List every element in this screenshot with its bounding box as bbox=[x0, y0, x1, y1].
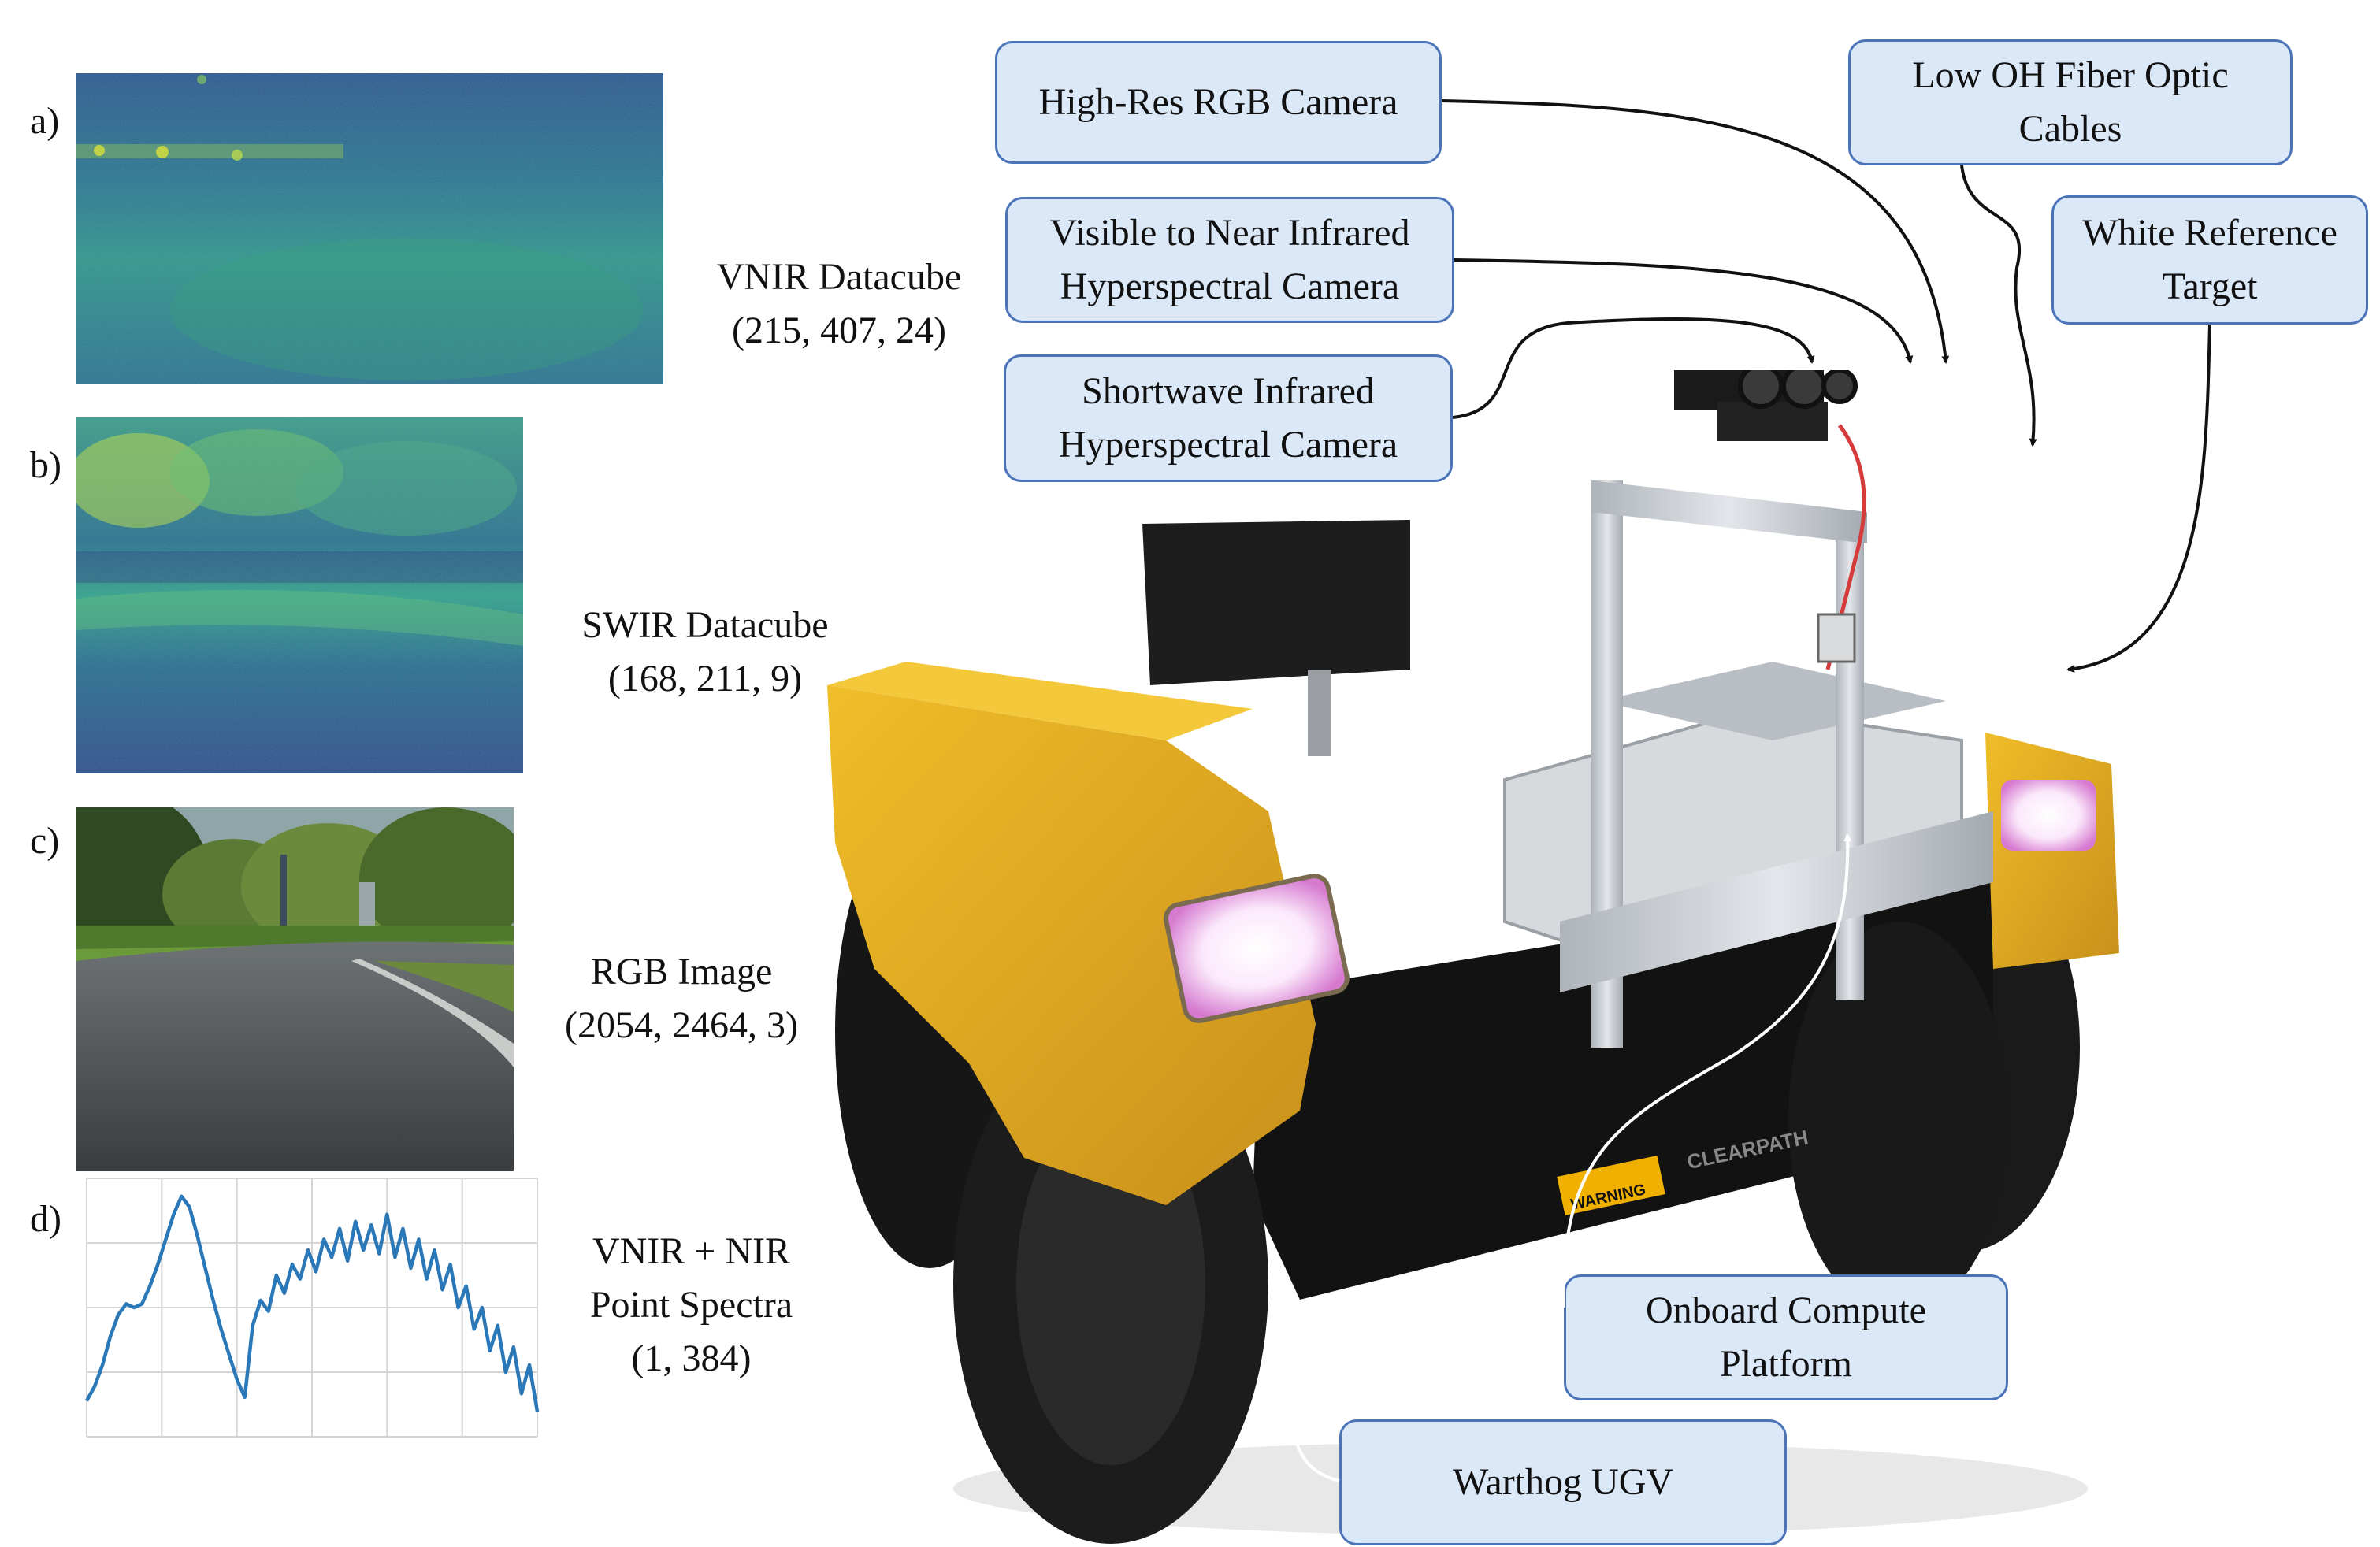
swir-datacube-image bbox=[76, 417, 523, 774]
white-ref-callout-line1: White Reference bbox=[2082, 211, 2337, 254]
frame-top-bar bbox=[1591, 480, 1867, 543]
white-reference-target bbox=[1817, 613, 1856, 663]
vnir-datacube-label: VNIR Datacube (215, 407, 24) bbox=[685, 250, 993, 358]
white-reference-callout: White Reference Target bbox=[2051, 195, 2368, 325]
warthog-ugv-callout: Warthog UGV bbox=[1339, 1419, 1787, 1545]
left-yellow-fender bbox=[827, 685, 1316, 1205]
front-light bbox=[1163, 874, 1350, 1023]
point-spectra-chart bbox=[84, 1174, 540, 1441]
monitor bbox=[1142, 520, 1410, 685]
swir-datacube-label: SWIR Datacube (168, 211, 9) bbox=[544, 599, 867, 706]
vnir-label-shape: (215, 407, 24) bbox=[732, 310, 946, 352]
swir-label-name: SWIR Datacube bbox=[581, 604, 829, 646]
rgb-image-label: RGB Image (2054, 2464, 3) bbox=[516, 945, 847, 1052]
spectra-label-name-1: VNIR + NIR bbox=[592, 1230, 791, 1272]
spectra-label-shape: (1, 384) bbox=[631, 1337, 752, 1380]
series-line bbox=[85, 1194, 540, 1412]
panel-b-letter: b) bbox=[30, 444, 61, 486]
swir-camera-callout: Shortwave Infrared Hyperspectral Camera bbox=[1004, 354, 1453, 482]
spectra-label-name-2: Point Spectra bbox=[589, 1284, 793, 1326]
rgb-label-name: RGB Image bbox=[590, 951, 773, 992]
compute-platform-callout: Onboard Compute Platform bbox=[1564, 1274, 2008, 1400]
point-spectra-label: VNIR + NIR Point Spectra (1, 384) bbox=[551, 1225, 831, 1386]
rgb-label-shape: (2054, 2464, 3) bbox=[565, 1004, 798, 1047]
fiber-optic-callout: Low OH Fiber Optic Cables bbox=[1848, 39, 2293, 165]
compute-callout-line1: Onboard Compute bbox=[1646, 1289, 1926, 1331]
vnir-callout-line1: Visible to Near Infrared bbox=[1049, 211, 1410, 254]
vnir-label-name: VNIR Datacube bbox=[716, 256, 962, 298]
swir-callout-line2: Hyperspectral Camera bbox=[1058, 424, 1398, 466]
rgb-image bbox=[76, 807, 514, 1171]
rgb-camera-callout-text: High-Res RGB Camera bbox=[1038, 80, 1398, 123]
arrow-vnir-camera bbox=[1454, 258, 1914, 364]
panel-d-letter: d) bbox=[30, 1198, 61, 1240]
vnir-datacube-image bbox=[76, 73, 663, 384]
spectrum-plot bbox=[85, 1178, 540, 1438]
vnir-camera-callout: Visible to Near Infrared Hyperspectral C… bbox=[1005, 197, 1454, 323]
fiber-callout-line1: Low OH Fiber Optic bbox=[1912, 54, 2229, 96]
swir-callout-line1: Shortwave Infrared bbox=[1082, 369, 1375, 412]
panel-c-letter: c) bbox=[30, 820, 60, 862]
frame-post-right bbox=[1836, 528, 1864, 1000]
front-right-wheel bbox=[1788, 922, 2009, 1315]
white-ref-callout-line2: Target bbox=[2162, 265, 2258, 307]
swir-label-shape: (168, 211, 9) bbox=[607, 658, 803, 700]
panel-a-letter: a) bbox=[30, 100, 60, 142]
chart-grid bbox=[86, 1178, 538, 1438]
camera-lens-2 bbox=[1781, 370, 1827, 409]
compute-callout-line2: Platform bbox=[1720, 1343, 1852, 1385]
ugv-callout-text: Warthog UGV bbox=[1452, 1460, 1674, 1503]
camera-lens-1 bbox=[1738, 370, 1784, 409]
vnir-callout-line2: Hyperspectral Camera bbox=[1060, 265, 1400, 307]
fiber-callout-line2: Cables bbox=[2018, 108, 2122, 150]
rgb-camera-callout: High-Res RGB Camera bbox=[995, 41, 1442, 164]
